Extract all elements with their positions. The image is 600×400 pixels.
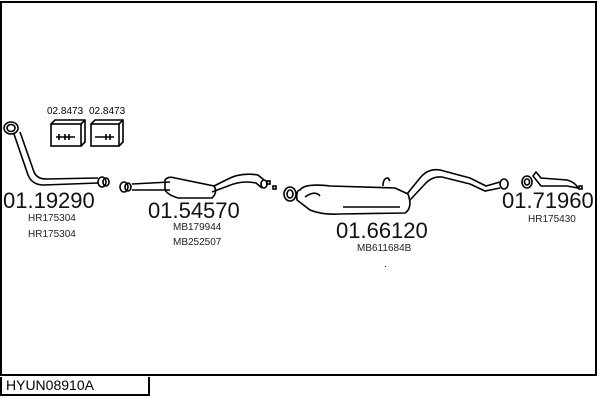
oe-number: MB179944: [173, 222, 222, 233]
oe-number: HR175304: [28, 229, 76, 240]
clamp-1-label: 02.8473: [47, 106, 84, 117]
oe-number: HR175430: [528, 214, 576, 225]
oe-number: MB611684B: [357, 243, 412, 254]
clamp-2-icon[interactable]: [90, 119, 124, 147]
clamp-2-label: 02.8473: [89, 106, 126, 117]
diagram-code: HYUN08910A: [0, 377, 150, 396]
front-pipe-part[interactable]: [3, 121, 110, 188]
oe-number: MB252507: [173, 237, 222, 248]
diagram-frame: [0, 1, 597, 376]
part-number-center-silencer[interactable]: 01.54570: [148, 198, 240, 223]
tail-pipe-part[interactable]: [521, 170, 583, 190]
part-number-front-pipe[interactable]: 01.19290: [3, 188, 95, 213]
oe-number: HR175304: [28, 213, 76, 224]
clamp-1-icon[interactable]: [50, 119, 86, 147]
part-number-tail-pipe[interactable]: 01.71960: [502, 188, 594, 213]
rear-silencer-part[interactable]: [272, 168, 509, 215]
part-number-rear-silencer[interactable]: 01.66120: [336, 218, 428, 243]
center-silencer-part[interactable]: [119, 173, 271, 199]
